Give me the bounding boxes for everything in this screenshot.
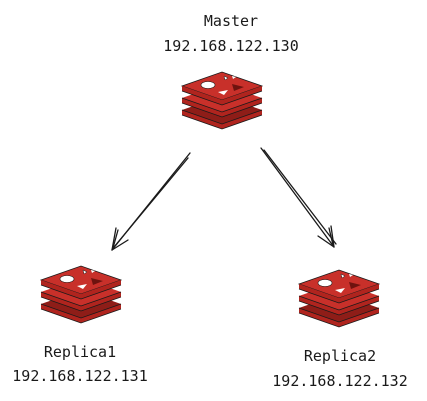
replica2-name: Replica2: [304, 347, 376, 365]
arrow-master-to-replica1: [111, 152, 191, 251]
replica1-name: Replica1: [44, 343, 116, 361]
master-name: Master: [204, 12, 258, 30]
replica1-node: Replica1 192.168.122.131: [12, 265, 148, 385]
replica2-node: Replica2 192.168.122.132: [272, 269, 408, 390]
replica2-ip: 192.168.122.132: [272, 372, 407, 390]
redis-stack-icon: [298, 269, 380, 328]
master-node: Master 192.168.122.130: [163, 12, 299, 130]
master-ip: 192.168.122.130: [163, 37, 298, 55]
replica1-ip: 192.168.122.131: [12, 367, 147, 385]
redis-stack-icon: [181, 71, 263, 130]
redis-stack-icon: [40, 265, 122, 324]
arrow-master-to-replica2: [260, 147, 337, 248]
